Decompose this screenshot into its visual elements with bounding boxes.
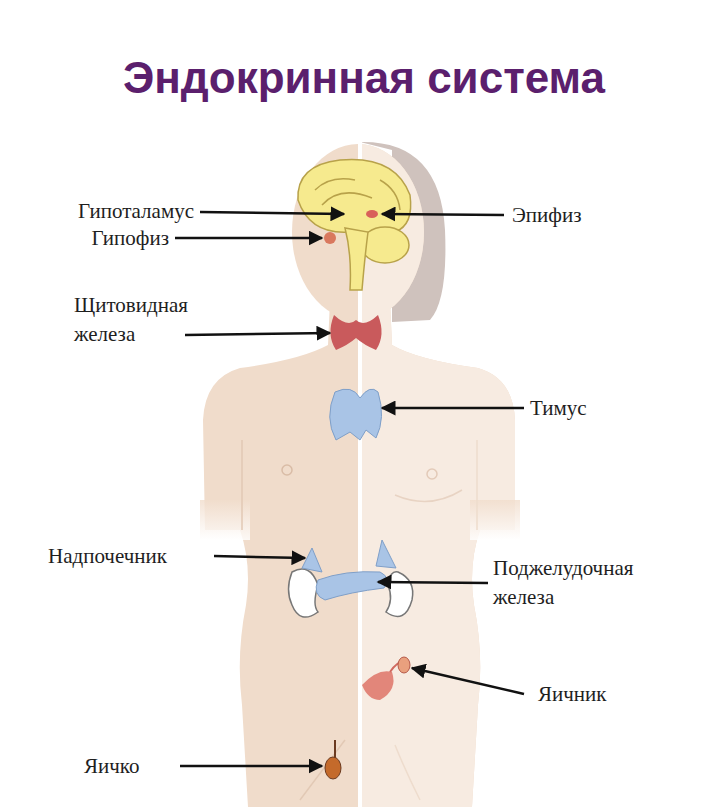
organ-label: Щитовидная железа <box>74 291 214 349</box>
organ-label: Яичко <box>84 752 139 781</box>
body-silhouette <box>200 140 520 807</box>
diagram-title: Эндокринная система <box>0 52 728 104</box>
thyroid <box>330 315 381 350</box>
testis <box>325 740 341 779</box>
brain <box>298 159 411 290</box>
organ-label: Гипофиз <box>92 224 169 253</box>
ovary <box>362 657 410 700</box>
pineal <box>366 210 378 218</box>
organ-label: Надпочечник <box>48 542 167 571</box>
organ-label: Яичник <box>538 680 607 709</box>
organ-label: Гипоталамус <box>78 197 194 226</box>
organ-label: Эпифиз <box>512 201 581 230</box>
thymus <box>330 389 382 440</box>
leader-lines <box>175 212 524 766</box>
organ-label: Поджелудочная железа <box>493 554 663 612</box>
pituitary <box>324 232 336 244</box>
organ-label: Тимус <box>530 394 587 423</box>
kidneys-adrenals-pancreas <box>289 540 413 617</box>
